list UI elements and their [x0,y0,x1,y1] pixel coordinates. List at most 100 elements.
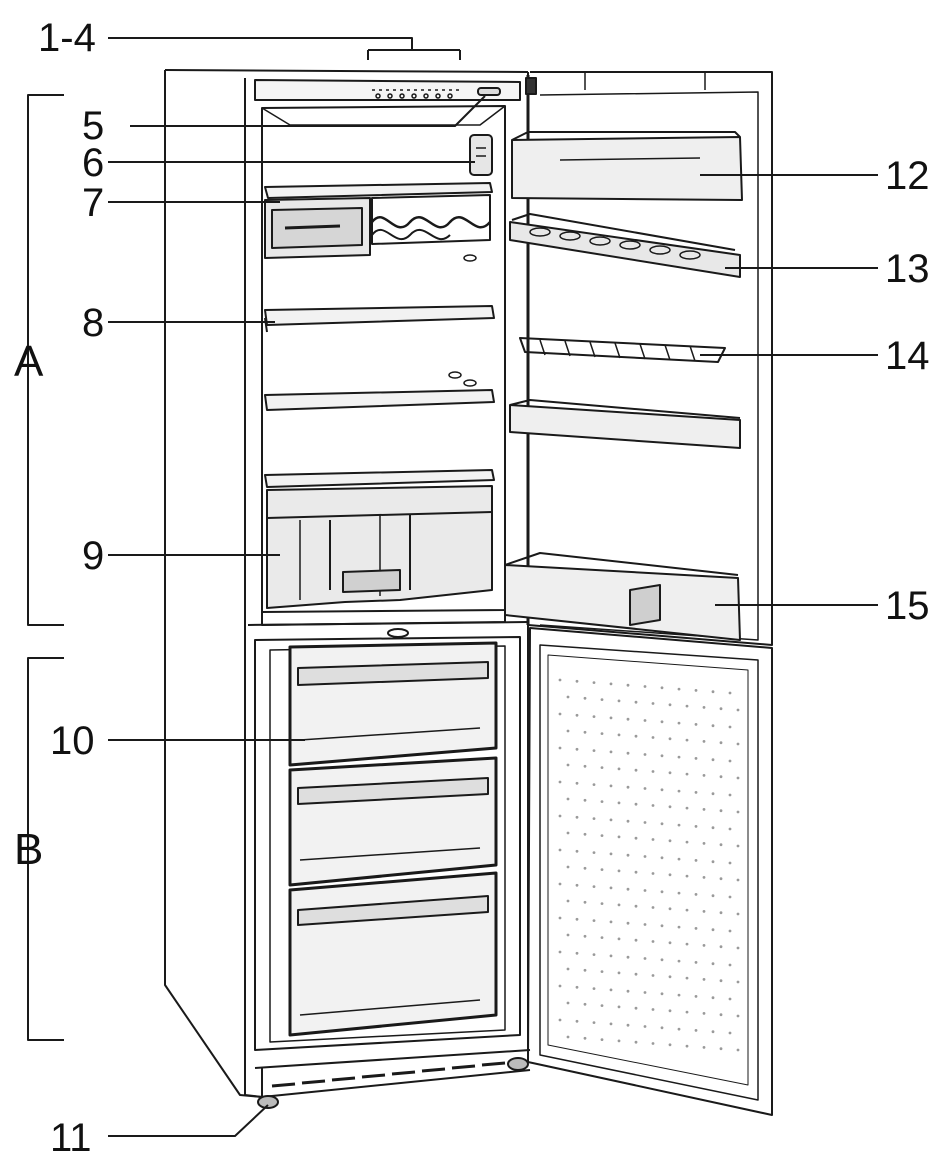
door-texture-dot [643,889,647,892]
door-texture-dot [668,1043,672,1047]
label-1-4: 1-4 [38,16,96,60]
door-texture-dot [685,738,689,742]
door-texture-dot [583,934,587,938]
door-texture-dot [558,950,562,954]
door-texture-dot [643,753,647,756]
door-texture-dot [719,741,723,745]
door-texture-dot [575,1019,579,1023]
door-texture-dot [702,1012,706,1015]
bottle-shelf [264,182,493,245]
door-texture-dot [609,682,613,686]
door-texture-dot [566,763,570,767]
door-texture-dot [575,883,579,887]
label-section-b: B [14,825,44,874]
door-texture-dot [711,962,715,966]
door-texture-dot [719,911,723,915]
door-texture-dot [702,808,706,811]
door-texture-dot [600,732,604,735]
door-texture-dot [651,770,655,773]
door-texture-dot [736,810,740,814]
bottle-holder [629,584,661,626]
door-texture-dot [592,783,596,786]
door-texture-dot [617,903,621,907]
label-7: 7 [82,181,105,225]
vegetable-cover [264,469,495,488]
door-texture-dot [719,843,723,847]
door-texture-dot [702,978,706,981]
door-texture-dot [660,856,664,860]
door-texture-dot [626,921,630,925]
door-texture-dot [677,993,681,997]
door-texture-dot [600,834,604,837]
light-switch [477,87,501,96]
door-texture-dot [694,689,698,692]
door-texture-dot [558,916,562,920]
door-texture-dot [600,1038,604,1041]
door-texture-dot [685,908,689,912]
door-texture-dot [575,917,579,921]
door-texture-dot [728,861,732,865]
freezer-door [527,627,773,1116]
door-texture-dot [685,772,689,776]
door-texture-dot [728,759,732,763]
label-6: 6 [82,141,105,185]
label-11: 11 [50,1116,92,1160]
door-texture-dot [660,924,664,928]
door-texture-dot [617,1039,621,1043]
door-texture-dot [677,721,681,725]
door-texture-dot [660,686,664,690]
door-rack [519,337,726,363]
door-texture-dot [660,754,664,758]
leader-lines [27,37,878,1137]
door-texture-dot [634,768,638,772]
door-texture-dot [736,946,740,950]
door-bottle-shelf [504,552,741,641]
door-texture-dot [617,971,621,975]
door-texture-dot [609,1022,613,1026]
door-texture-dot [736,912,740,916]
door-texture-dot [651,940,655,943]
door-texture-dot [668,839,672,843]
door-texture-dot [634,1006,638,1010]
door-texture-dot [651,702,655,705]
door-texture-dot [617,937,621,941]
door-texture-dot [600,1004,604,1007]
door-texture-dot [558,984,562,988]
door-texture-dot [609,920,613,924]
door-texture-dot [702,910,706,913]
door-texture-dot [668,907,672,911]
door-texture-dot [634,802,638,806]
door-texture-dot [651,838,655,841]
door-texture-dot [566,933,570,937]
door-texture-dot [626,1023,630,1027]
door-texture-dot [668,737,672,741]
door-texture-dot [728,793,732,797]
door-texture-dot [643,991,647,994]
plinth-vent [271,1061,506,1088]
door-texture-dot [583,900,587,904]
door-texture-dot [626,955,630,959]
door-shelf [509,399,741,449]
door-texture-dot [643,923,647,926]
door-texture-dot [566,1001,570,1005]
freezer-drawer-1 [288,641,498,767]
door-texture-dot [626,717,630,721]
door-texture-dot [719,979,723,983]
label-15: 15 [885,584,930,628]
door-texture-dot [558,746,562,750]
door-texture-dot [583,730,587,734]
door-texture-dot [558,1018,562,1022]
door-texture-dot [600,970,604,973]
door-texture-dot [592,987,596,990]
door-texture-dot [651,906,655,909]
door-texture-dot [728,827,732,831]
door-texture-dot [626,683,630,687]
door-texture-dot [566,695,570,699]
door-texture-dot [651,872,655,875]
adjustable-foot [257,1057,529,1109]
door-texture-dot [583,832,587,836]
door-texture-dot [677,959,681,963]
door-texture-dot [668,805,672,809]
